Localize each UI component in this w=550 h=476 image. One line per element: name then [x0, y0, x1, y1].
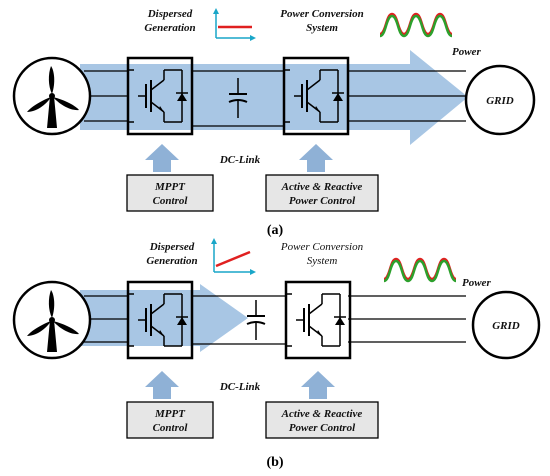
- up-arrow-icon: [301, 371, 335, 399]
- sine-wave-icon: [382, 257, 458, 283]
- capacitor-icon: [246, 299, 266, 341]
- sine-wave-icon: [378, 12, 454, 38]
- power-flow-arrow: [80, 50, 468, 145]
- mppt-line2: Control: [153, 422, 189, 434]
- dc-level-icon: [213, 8, 256, 41]
- up-arrow-icon: [145, 371, 179, 399]
- dg-title-line2: Generation: [144, 22, 195, 34]
- arc-line1: Active & Reactive: [281, 181, 363, 193]
- pcs-title-line2: System: [307, 255, 338, 267]
- arc-line2: Power Control: [289, 422, 356, 434]
- dc-level-icon: [211, 238, 256, 275]
- power-label: Power: [462, 277, 491, 289]
- panel-b: GRID Dispersed Generation Power Conversi…: [12, 238, 541, 470]
- dg-title-line2: Generation: [146, 255, 197, 267]
- panel-b-label: (b): [266, 455, 283, 470]
- up-arrow-icon: [299, 144, 333, 172]
- pcs-title-line1: Power Conversion: [280, 241, 364, 253]
- mppt-line1: MPPT: [154, 181, 186, 193]
- pcs-title-line2: System: [306, 22, 338, 34]
- mppt-control-box: [126, 174, 214, 212]
- arc-line1: Active & Reactive: [281, 408, 363, 420]
- igbt-switch-icon: [284, 280, 352, 360]
- grid-label: GRID: [492, 320, 520, 332]
- active-reactive-control-box: [265, 174, 379, 212]
- power-flow-arrow: [80, 284, 248, 352]
- dg-title-line1: Dispersed: [147, 8, 193, 20]
- wind-turbine-icon: [12, 280, 92, 360]
- mppt-control-box: [126, 401, 214, 439]
- pcs-title-line1: Power Conversion: [280, 8, 363, 20]
- dclink-label: DC-Link: [219, 381, 261, 393]
- grid-circle: [464, 64, 536, 136]
- wind-turbine-icon: [12, 56, 92, 136]
- panel-a-label: (a): [267, 223, 284, 238]
- power-label: Power: [452, 46, 481, 58]
- active-reactive-control-box: [265, 401, 379, 439]
- grid-label: GRID: [486, 95, 514, 107]
- arc-line2: Power Control: [289, 195, 356, 207]
- dclink-label: DC-Link: [219, 154, 261, 166]
- mppt-line1: MPPT: [154, 408, 186, 420]
- up-arrow-icon: [145, 144, 179, 172]
- grid-circle: [471, 290, 541, 360]
- mppt-line2: Control: [153, 195, 189, 207]
- panel-a: GRID Dispersed Generation Power Conversi…: [12, 8, 536, 238]
- dg-title-line1: Dispersed: [149, 241, 195, 253]
